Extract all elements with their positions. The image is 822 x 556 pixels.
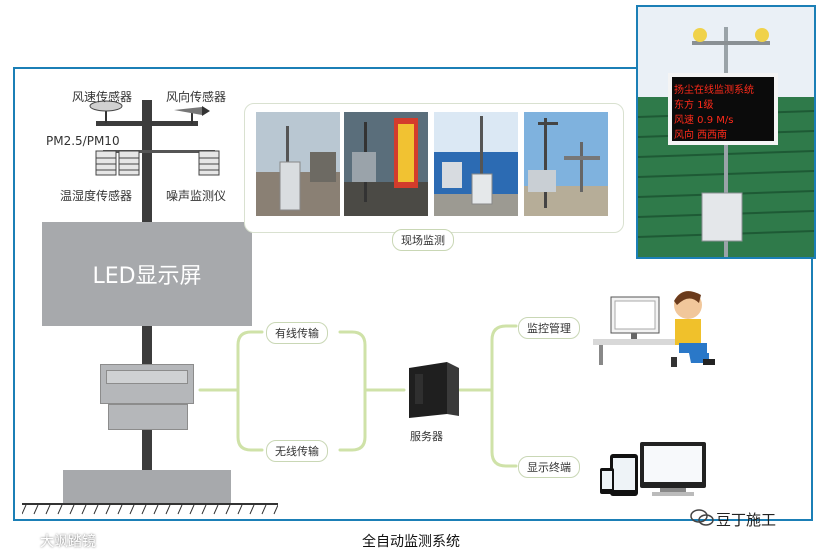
pm-sensor-left-icon [95,150,117,176]
noise-label: 噪声监测仪 [166,189,227,203]
diagram-frame [13,67,813,521]
led-display-label: LED显示屏 [92,264,202,289]
sensor-crossbar [96,121,198,126]
led-sign-line4: 风向 西西南 [674,130,728,141]
pole-base [63,470,231,504]
watermark-right: 豆丁施工 [716,511,777,529]
ground-line [22,503,278,515]
onsite-monitoring-label: 现场监测 [392,229,454,251]
server-icon [409,362,459,418]
wind-direction-sensor-icon [174,106,210,124]
site-photo-4 [524,112,608,216]
display-terminal-label: 显示终端 [518,456,580,478]
person-at-desk-icon [593,291,715,367]
site-photo-2 [344,112,428,216]
site-display-scene [638,7,814,257]
led-sign-line2: 东方 1级 [674,100,714,111]
temp-humidity-label: 温湿度传感器 [60,189,133,203]
pm-sensor-mid-icon [118,150,140,176]
control-box-lid [106,370,188,384]
wireless-transmission-label: 无线传输 [266,440,328,462]
wired-transmission-label: 有线传输 [266,322,328,344]
led-sign-line3: 风速 0.9 M/s [674,115,734,126]
chat-logo-icon [690,509,714,526]
control-box-body [108,404,188,430]
noise-sensor-icon [198,150,220,176]
wind-speed-label: 风速传感器 [72,90,133,104]
site-photo-1 [256,112,340,216]
figure-caption: 全自动监测系统 [362,534,460,550]
led-sign-line1: 扬尘在线监测系统 [674,85,754,96]
wind-speed-sensor-icon [89,100,123,123]
sensor-crossbar-low [103,150,215,153]
server-label: 服务器 [410,430,443,443]
wind-direction-label: 风向传感器 [166,90,227,104]
monitor-management-label: 监控管理 [518,317,580,339]
pm-label: PM2.5/PM10 [46,134,120,148]
led-display-panel: LED显示屏 [42,222,252,326]
site-display-photo: 扬尘在线监测系统 东方 1级 风速 0.9 M/s 风向 西西南 [636,5,816,259]
display-terminal-icon [600,442,706,496]
watermark-left: 大飒踏镜 [40,534,96,550]
site-photo-3 [434,112,518,216]
